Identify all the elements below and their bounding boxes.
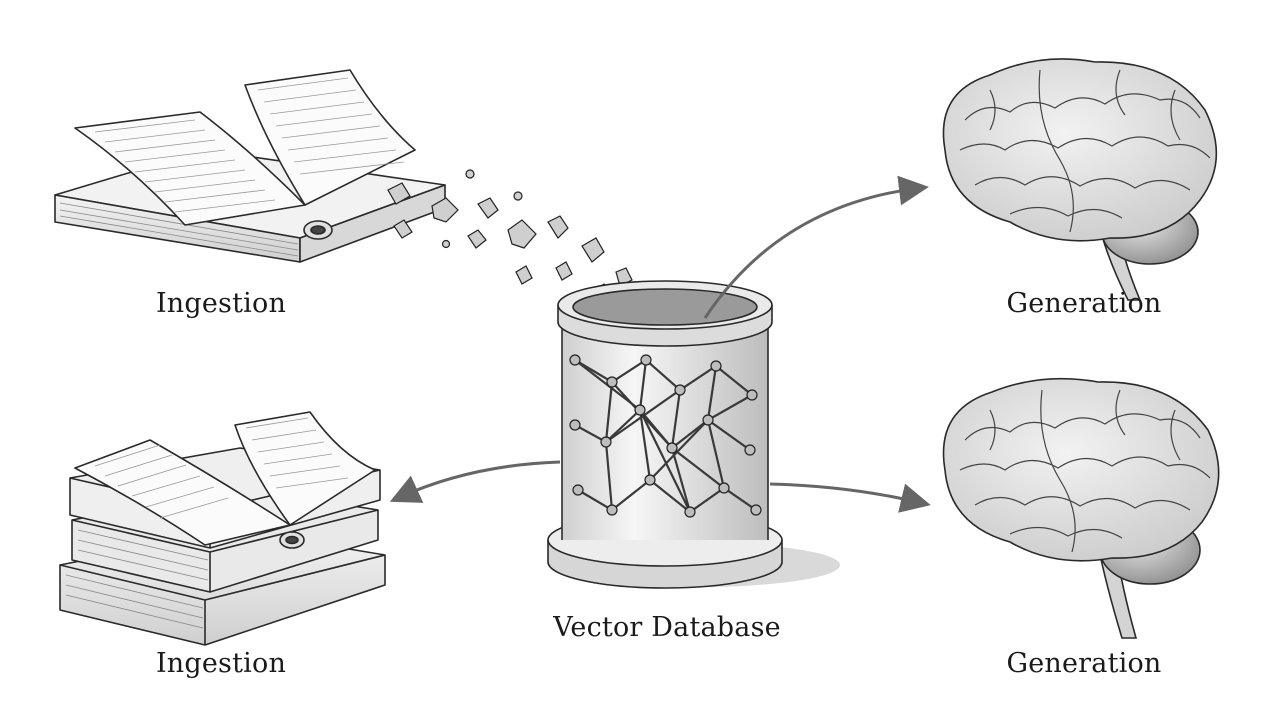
- brain-icon: [942, 377, 1220, 639]
- ingestion-label-bottom: Ingestion: [155, 648, 287, 679]
- open-book-icon: [54, 69, 446, 263]
- book-stack-icon: [59, 411, 386, 646]
- vector-database-label: Vector Database: [553, 612, 781, 643]
- brain-icon: [942, 58, 1218, 301]
- ingestion-label-top: Ingestion: [155, 288, 287, 319]
- arrow-icon: [389, 175, 931, 513]
- generation-label-top: Generation: [1006, 288, 1162, 319]
- vector-database-cylinder-icon: [547, 280, 840, 589]
- generation-label-bottom: Generation: [1006, 648, 1162, 679]
